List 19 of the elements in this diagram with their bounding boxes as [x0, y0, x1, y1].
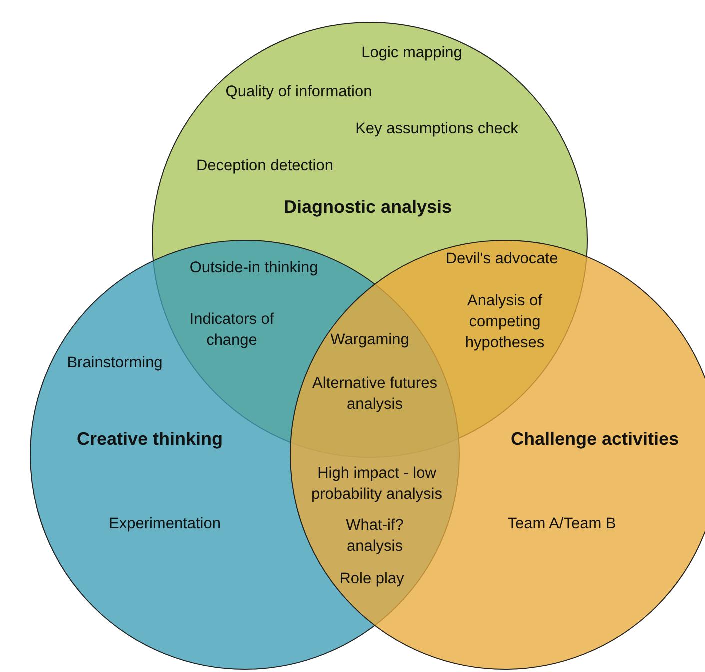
technique-label: Quality of information	[224, 82, 374, 103]
technique-label: Indicators of change	[188, 310, 276, 351]
circle-heading: Creative thinking	[76, 428, 224, 451]
technique-label: What-if? analysis	[345, 516, 405, 557]
technique-label: Alternative futures analysis	[312, 374, 438, 415]
circle-heading: Diagnostic analysis	[282, 196, 454, 219]
technique-label: Analysis of competing hypotheses	[464, 292, 546, 354]
technique-label: High impact - low probability analysis	[310, 464, 444, 505]
technique-label: Team A/Team B	[506, 514, 618, 535]
technique-label: Deception detection	[195, 156, 334, 177]
technique-label: Key assumptions check	[354, 120, 520, 140]
circle-heading: Challenge activities	[510, 428, 680, 451]
technique-label: Experimentation	[108, 514, 222, 535]
technique-label: Outside-in thinking	[188, 258, 320, 279]
technique-label: Logic mapping	[360, 44, 464, 64]
technique-label: Brainstorming	[66, 354, 164, 374]
technique-label: Role play	[338, 570, 406, 590]
technique-label: Devil's advocate	[444, 250, 560, 270]
technique-label: Wargaming	[330, 330, 410, 351]
